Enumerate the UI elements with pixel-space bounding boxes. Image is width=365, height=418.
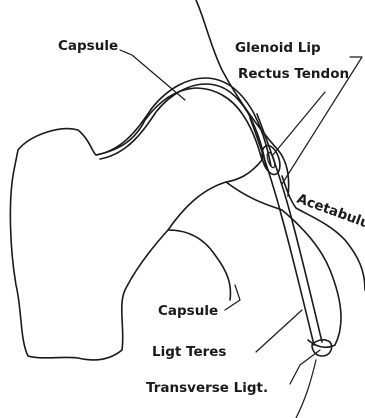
capsule-inner-line	[100, 84, 266, 168]
label-capsule-inner: Capsule	[158, 303, 218, 319]
capsule-lower-curve	[168, 230, 230, 300]
leader-capsule-inner	[225, 285, 240, 310]
leader-transverse-ligt	[290, 350, 320, 384]
label-rectus-tendon: Rectus Tendon	[238, 66, 349, 82]
acetabular-rim-inner	[282, 176, 365, 290]
label-ligt-teres: Ligt Teres	[152, 344, 226, 360]
leader-rectus-tendon	[272, 92, 325, 156]
label-transverse-ligt: Transverse Ligt.	[146, 380, 268, 396]
label-glenoid-lip: Glenoid Lip	[235, 40, 321, 56]
label-capsule-top: Capsule	[58, 38, 118, 54]
leader-ligt-teres	[256, 310, 302, 352]
capsule-outer-line	[96, 78, 271, 166]
leader-transverse-tail	[296, 360, 316, 418]
leader-capsule-top	[120, 50, 185, 100]
